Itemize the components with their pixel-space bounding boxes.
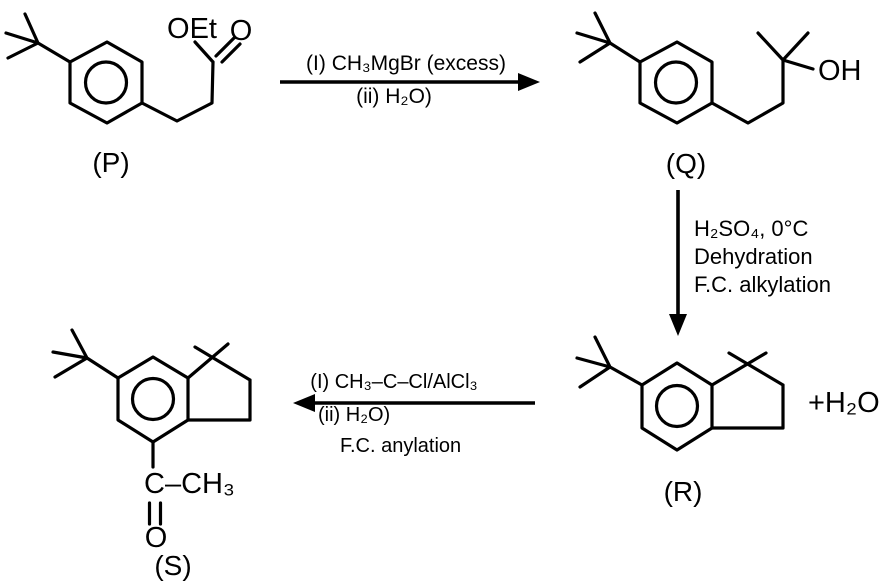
ester-chain-P: [140, 40, 215, 123]
reaction-arrow-p-to-q: (I) CH₃MgBr (excess) (ii) H₂O): [280, 52, 540, 108]
structure-S: C–CH₃ O (S): [51, 328, 252, 581]
step1-reagent-line1: (I) CH₃MgBr (excess): [306, 52, 506, 75]
aromatic-circle-R: [654, 383, 700, 429]
cyclopentane-ring-R: [710, 351, 785, 430]
aromatic-circle-S: [130, 376, 176, 422]
step2-reagent-line1: H₂SO₄, 0°C: [694, 216, 808, 241]
step2-reagent-line2: Dehydration: [694, 244, 813, 269]
ketone-double-bond-S: [147, 501, 163, 526]
structure-Q: OH (Q): [575, 11, 862, 179]
step2-reagent-line3: F.C. alkylation: [694, 272, 831, 297]
benzene-ring-Q: [638, 40, 714, 125]
arrow-head-right: [518, 73, 540, 91]
water-byproduct-label: +H₂O: [808, 387, 880, 419]
tert-butyl-group-P: [4, 12, 72, 64]
carbonyl-double-bond-P: [214, 36, 242, 64]
ketone-o-label-S: O: [145, 522, 168, 554]
step3-reagent-line1: (I) CH₃–C–Cl/AlCl₃: [310, 371, 477, 393]
structure-R: +H₂O (R): [575, 335, 880, 507]
benzene-ring-R: [640, 361, 714, 452]
reaction-arrow-r-to-s: (I) CH₃–C–Cl/AlCl₃ (ii) H₂O) F.C. anylat…: [293, 371, 535, 457]
tert-butyl-group-R: [575, 335, 644, 389]
structure-S-label: (S): [154, 550, 191, 581]
benzene-ring-P: [68, 40, 144, 125]
step1-reagent-line2: (ii) H₂O): [356, 85, 432, 108]
structure-P: OEt O (P): [4, 12, 253, 178]
carbonyl-o-label-P: O: [230, 15, 253, 47]
arrow-head-left: [293, 394, 315, 412]
tert-butyl-group-S: [51, 328, 120, 380]
step3-reagent-line2: (ii) H₂O): [318, 404, 390, 426]
ester-oet-label: OEt: [167, 13, 217, 45]
benzene-ring-S: [116, 355, 190, 444]
reaction-arrow-q-to-r: H₂SO₄, 0°C Dehydration F.C. alkylation: [669, 190, 831, 336]
aromatic-circle-P: [83, 60, 129, 105]
arrow-head-down: [669, 314, 687, 336]
structure-P-label: (P): [92, 147, 129, 178]
acetyl-label-S: C–CH₃: [144, 468, 235, 500]
hydroxyl-label-Q: OH: [818, 55, 862, 87]
alcohol-chain-Q: [710, 31, 815, 125]
aromatic-circle-Q: [653, 60, 699, 105]
structure-R-label: (R): [664, 476, 703, 507]
step3-reagent-line3: F.C. anylation: [340, 435, 461, 457]
cyclopentane-ring-S: [186, 342, 252, 422]
structure-Q-label: (Q): [666, 148, 706, 179]
tert-butyl-group-Q: [575, 11, 642, 64]
